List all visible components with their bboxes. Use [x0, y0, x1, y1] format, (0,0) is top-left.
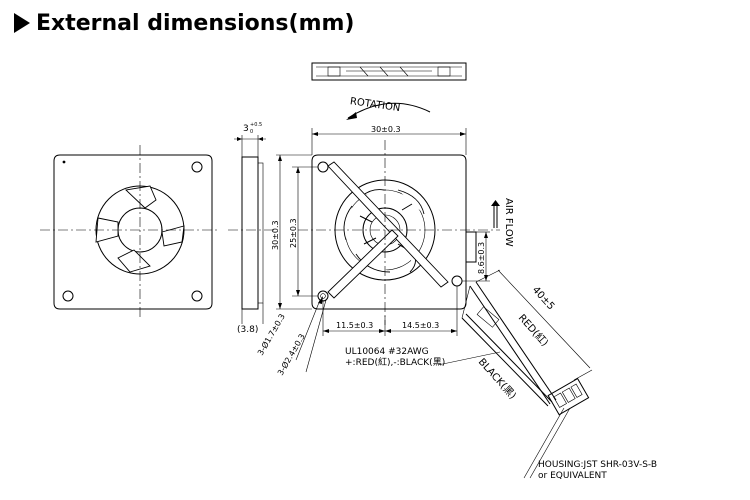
hole-small-callout: 3-Ø1.7±0.3 — [255, 312, 287, 357]
section-header: External dimensions(mm) — [14, 8, 354, 38]
right-offset-dimension: 8.6±0.3 — [477, 242, 486, 274]
rotation-label: ROTATION — [349, 96, 401, 114]
red-wire-label: RED(紅) — [516, 312, 551, 349]
width-dimension: 30±0.3 — [371, 125, 401, 134]
connector-housing — [547, 377, 590, 416]
hole-large-callout: 3-Ø2.4±0.3 — [275, 332, 307, 377]
black-wire-label: BLACK(黑) — [476, 356, 519, 402]
wire-spec-line-2: +:RED(紅),-:BLACK(黑) — [345, 357, 445, 368]
top-side-view — [311, 62, 467, 81]
right-span-dimension: 14.5±0.3 — [402, 321, 439, 330]
air-flow-label: AIR FLOW — [503, 198, 514, 247]
cable-assembly: 40±5 RED(紅) BLACK(黑) UL10064 #32AWG +:RE… — [345, 269, 657, 481]
triangle-bullet-icon — [14, 13, 30, 33]
rotation-indicator: ROTATION — [346, 96, 431, 120]
air-flow-indicator: AIR FLOW — [491, 198, 514, 247]
wire-spec-line-1: UL10064 #32AWG — [345, 347, 429, 357]
back-view — [40, 145, 220, 318]
thickness-reference: (3.8) — [237, 325, 258, 335]
inner-height-dimension: 25±0.3 — [289, 218, 298, 248]
thickness-tolerance-lower: 0 — [250, 129, 253, 135]
left-span-dimension: 11.5±0.3 — [336, 321, 373, 330]
front-view — [298, 140, 500, 325]
thickness-dimension: 3 — [243, 124, 249, 134]
housing-spec-line-2: or EQUIVALENT — [538, 471, 607, 481]
thickness-tolerance-upper: +0.5 — [250, 122, 262, 128]
outer-height-dimension: 30±0.3 — [271, 220, 280, 250]
housing-spec-line-1: HOUSING:JST SHR-03V-S-B — [538, 460, 657, 470]
thickness-view: 3 +0.5 0 (3.8) — [228, 122, 276, 335]
page-title: External dimensions(mm) — [36, 10, 355, 36]
